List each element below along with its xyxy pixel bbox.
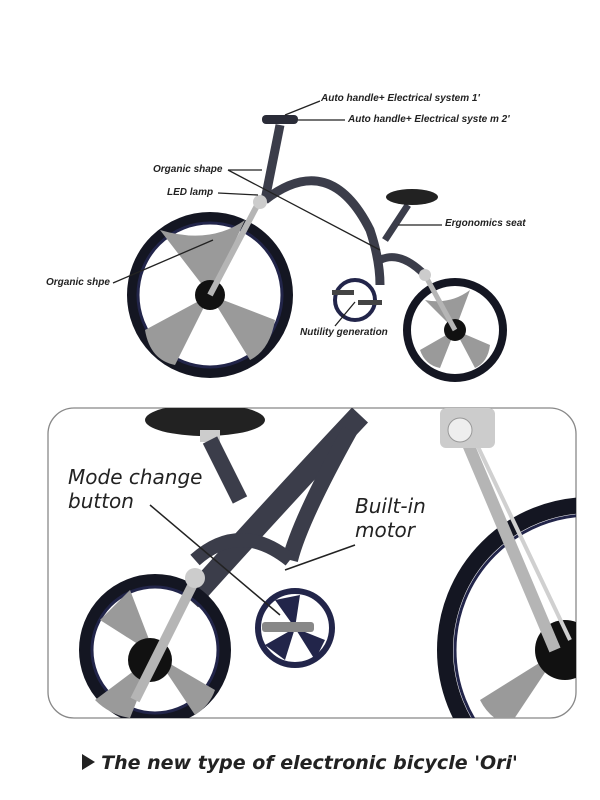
label-built-in-motor: Built-in motor xyxy=(355,494,426,542)
label-auto-handle-2: Auto handle+ Electrical syste m 2' xyxy=(348,114,510,125)
label-organic-shpe: Organic shpe xyxy=(46,277,110,288)
label-led-lamp: LED lamp xyxy=(167,187,214,198)
label-organic-shape: Organic shape xyxy=(153,164,223,175)
label-ergonomics-seat: Ergonomics seat xyxy=(445,218,526,229)
label-auto-handle-1: Auto handle+ Electrical system 1' xyxy=(321,93,480,104)
detail-bicycle-render xyxy=(79,408,576,718)
leader-lines xyxy=(112,100,442,327)
label-nutility-generation: Nutility generation xyxy=(300,327,388,338)
label-mode-change-button: Mode change button xyxy=(68,465,203,513)
play-triangle-icon xyxy=(82,754,96,770)
top-bicycle xyxy=(112,100,507,382)
figure-caption: The new type of electronic bicycle 'Ori' xyxy=(0,752,600,774)
frame xyxy=(207,115,458,332)
caption-text: The new type of electronic bicycle 'Ori' xyxy=(101,752,518,774)
